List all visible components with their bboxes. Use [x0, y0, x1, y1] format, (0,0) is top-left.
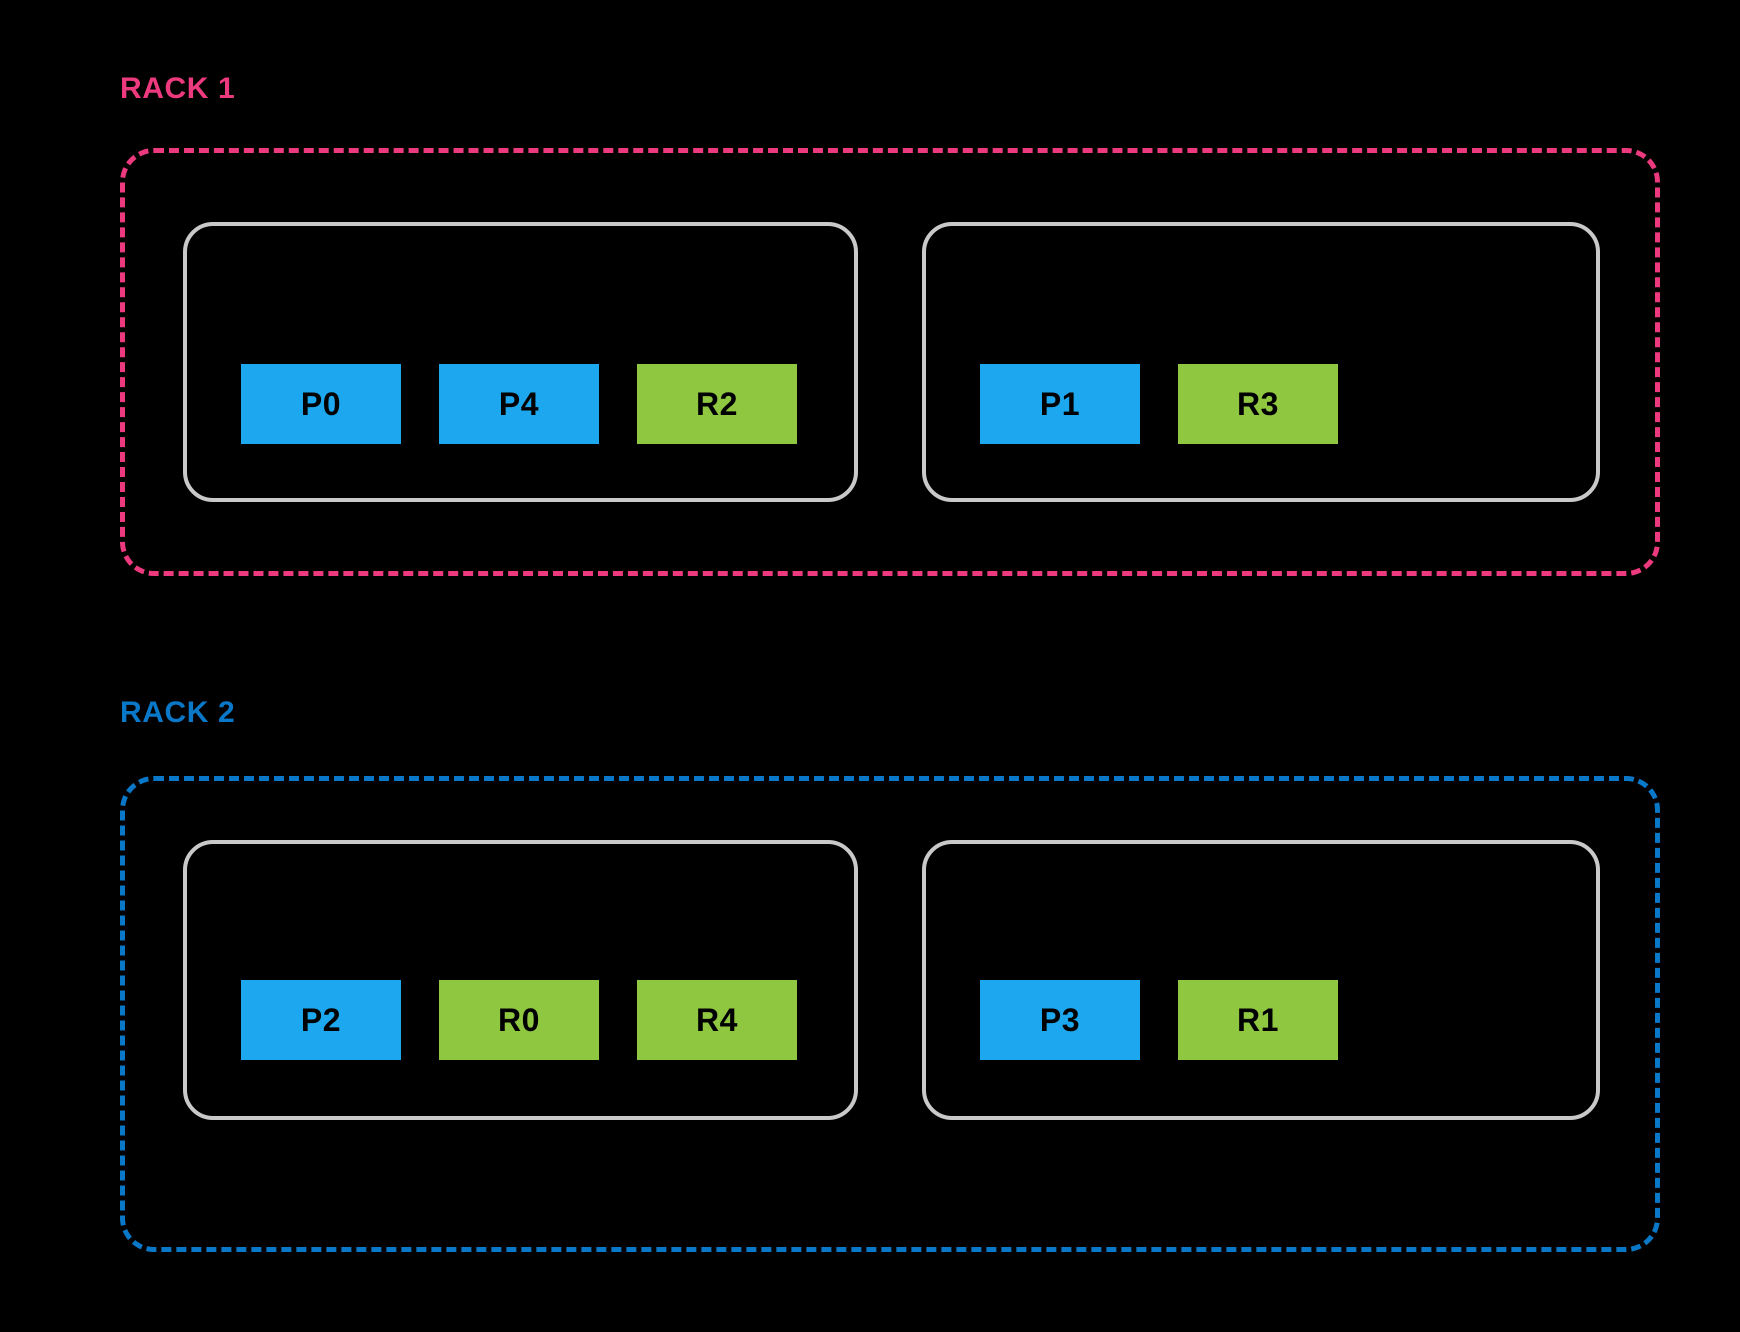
chip-row-node-3: P2 R0 R4	[241, 980, 797, 1060]
chip-r2[interactable]: R2	[637, 364, 797, 444]
chip-row-node-2: P1 R3	[980, 364, 1338, 444]
node-container-1	[183, 222, 858, 502]
rack-label-1: RACK 1	[120, 72, 236, 105]
chip-r0[interactable]: R0	[439, 980, 599, 1060]
chip-r4[interactable]: R4	[637, 980, 797, 1060]
chip-r1[interactable]: R1	[1178, 980, 1338, 1060]
rack-label-2: RACK 2	[120, 696, 236, 729]
chip-p2[interactable]: P2	[241, 980, 401, 1060]
chip-p4[interactable]: P4	[439, 364, 599, 444]
rack-boundary-1	[120, 148, 1660, 576]
node-container-4	[922, 840, 1600, 1120]
chip-p3[interactable]: P3	[980, 980, 1140, 1060]
rack-boundary-2	[120, 776, 1660, 1252]
node-container-3	[183, 840, 858, 1120]
node-container-2	[922, 222, 1600, 502]
chip-row-node-4: P3 R1	[980, 980, 1338, 1060]
chip-row-node-1: P0 P4 R2	[241, 364, 797, 444]
chip-p1[interactable]: P1	[980, 364, 1140, 444]
chip-p0[interactable]: P0	[241, 364, 401, 444]
chip-r3[interactable]: R3	[1178, 364, 1338, 444]
